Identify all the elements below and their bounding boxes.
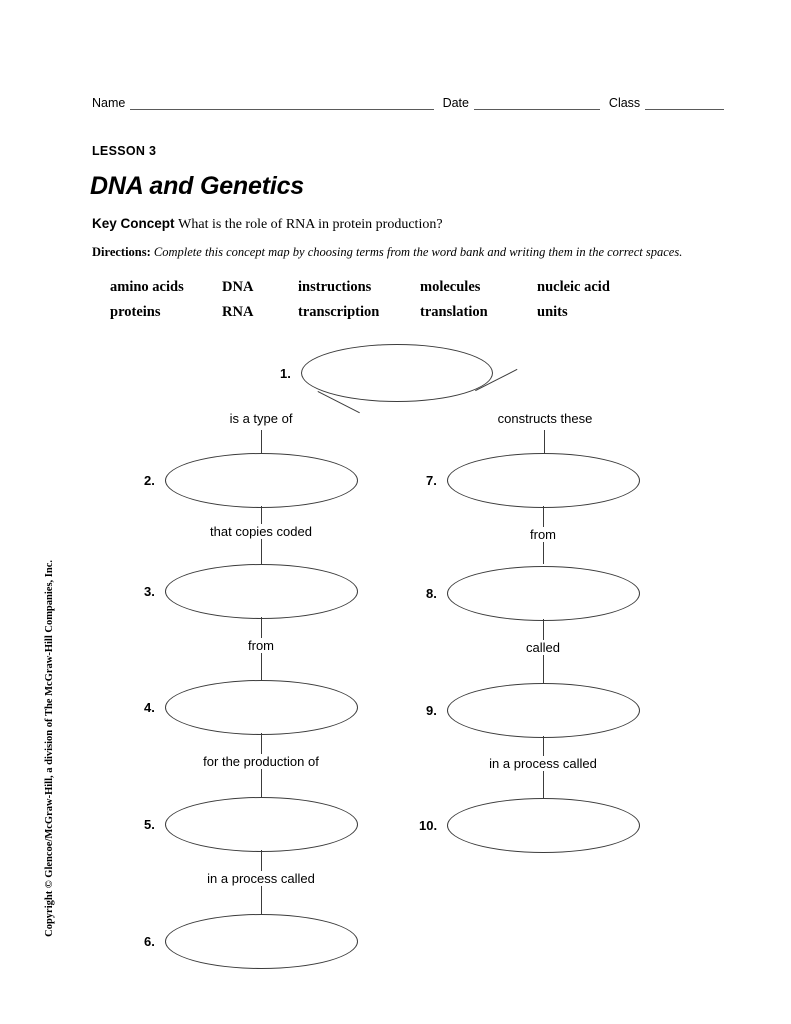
word-bank-term: RNA xyxy=(222,304,254,320)
name-label: Name xyxy=(92,96,126,110)
name-blank[interactable] xyxy=(130,96,434,110)
directions: Directions: Complete this concept map by… xyxy=(92,245,682,260)
class-blank[interactable] xyxy=(645,96,724,110)
class-label: Class xyxy=(608,96,641,110)
concept-node-number-6: 6. xyxy=(144,934,155,949)
word-bank-term: instructions xyxy=(298,279,372,295)
edge-label-left-3-4: from xyxy=(244,638,278,653)
concept-node-number-3: 3. xyxy=(144,584,155,599)
concept-node-10[interactable] xyxy=(447,798,640,853)
concept-node-8[interactable] xyxy=(447,566,640,621)
concept-node-number-8: 8. xyxy=(426,586,437,601)
concept-node-6[interactable] xyxy=(165,914,358,969)
edge-label-branch-left: is a type of xyxy=(225,411,297,426)
concept-node-number-1: 1. xyxy=(280,366,291,381)
page-title: DNA and Genetics xyxy=(90,172,304,200)
copyright-notice: Copyright © Glencoe/McGraw-Hill, a divis… xyxy=(44,560,55,937)
word-bank-term: nucleic acid xyxy=(537,279,610,295)
concept-node-number-4: 4. xyxy=(144,700,155,715)
student-info-row: Name Date Class xyxy=(92,90,724,110)
edge-label-right-7-8: from xyxy=(526,527,560,542)
concept-node-9[interactable] xyxy=(447,683,640,738)
concept-node-3[interactable] xyxy=(165,564,358,619)
lesson-number: LESSON 3 xyxy=(92,144,157,158)
concept-node-4[interactable] xyxy=(165,680,358,735)
concept-node-2[interactable] xyxy=(165,453,358,508)
directions-text: Complete this concept map by choosing te… xyxy=(153,245,683,259)
concept-node-number-5: 5. xyxy=(144,817,155,832)
connector-branch-left-stub xyxy=(261,430,262,453)
concept-node-number-10: 10. xyxy=(419,818,438,833)
edge-label-right-9-10: in a process called xyxy=(485,756,601,771)
edge-label-branch-right: constructs these xyxy=(493,411,597,426)
date-label: Date xyxy=(442,96,469,110)
edge-label-left-5-6: in a process called xyxy=(203,871,319,886)
word-bank-term: proteins xyxy=(110,304,161,320)
directions-label: Directions: xyxy=(92,245,151,259)
word-bank-term: transcription xyxy=(298,304,380,320)
word-bank-term: units xyxy=(537,304,568,320)
concept-node-number-2: 2. xyxy=(144,473,155,488)
concept-node-number-9: 9. xyxy=(426,703,437,718)
key-concept: Key Concept What is the role of RNA in p… xyxy=(92,216,443,233)
edge-label-left-2-3: that copies coded xyxy=(206,524,316,539)
edge-label-left-4-5: for the production of xyxy=(199,754,323,769)
key-concept-question: What is the role of RNA in protein produ… xyxy=(178,217,443,232)
concept-node-7[interactable] xyxy=(447,453,640,508)
concept-node-1[interactable] xyxy=(301,344,493,402)
date-blank[interactable] xyxy=(473,96,601,110)
connector-branch-right-stub xyxy=(544,430,545,453)
concept-node-number-7: 7. xyxy=(426,473,437,488)
key-concept-label: Key Concept xyxy=(92,216,175,231)
word-bank-term: molecules xyxy=(420,279,481,295)
word-bank-term: DNA xyxy=(222,279,254,295)
word-bank-term: amino acids xyxy=(110,279,184,295)
edge-label-right-8-9: called xyxy=(522,640,564,655)
concept-node-5[interactable] xyxy=(165,797,358,852)
word-bank-term: translation xyxy=(420,304,488,320)
